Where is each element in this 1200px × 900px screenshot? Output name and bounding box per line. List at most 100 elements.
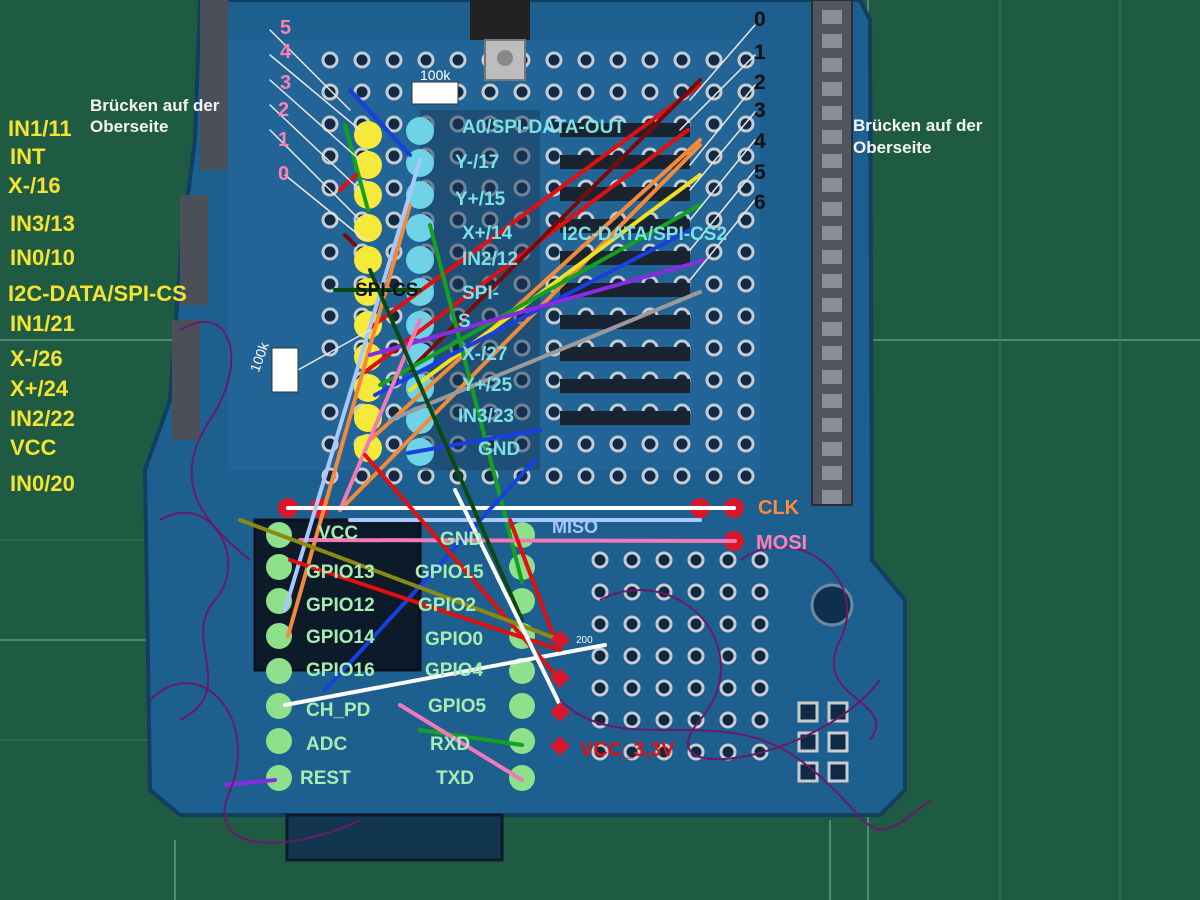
pcb-hole <box>385 83 403 101</box>
header-pin <box>822 298 842 312</box>
pcb-hole <box>545 371 563 389</box>
left-signal: IN1/11 <box>8 116 72 141</box>
green-pad <box>266 623 292 649</box>
pcb-hole <box>545 83 563 101</box>
pcb-hole <box>751 583 769 601</box>
pcb-hole <box>655 679 673 697</box>
pcb-hole <box>719 615 737 633</box>
wire <box>238 518 562 642</box>
pcb-hole <box>321 275 339 293</box>
header-label: IN2/12 <box>462 249 518 270</box>
top-connector <box>470 0 530 40</box>
pcb-hole <box>545 403 563 421</box>
pcb-hole <box>321 371 339 389</box>
header-label: S <box>458 311 471 332</box>
enamel-wire <box>739 546 878 741</box>
cyan-pad <box>406 214 434 242</box>
pcb-hole <box>655 743 673 761</box>
right-header-pins <box>822 10 842 504</box>
pcb-hole <box>623 711 641 729</box>
pointer-line <box>269 79 361 161</box>
left-signal: IN1/21 <box>10 311 75 336</box>
pcb-hole <box>609 83 627 101</box>
header-pin <box>822 226 842 240</box>
pcb-hole <box>719 551 737 569</box>
miso-label: MISO <box>552 517 599 537</box>
esp-left-label: GPIO13 <box>306 562 375 583</box>
yellow-pad <box>354 151 382 179</box>
wire <box>398 703 524 782</box>
wire <box>408 173 702 392</box>
green-pad <box>509 728 535 754</box>
pcb-square-hole <box>797 701 819 723</box>
pcb-hole <box>687 743 705 761</box>
wire <box>428 223 524 584</box>
pointer-line <box>269 129 361 221</box>
pcb-hole <box>751 679 769 697</box>
mosi-label: MOSI <box>756 532 808 554</box>
clk-label: CLK <box>758 497 800 519</box>
pcb-hole <box>737 211 755 229</box>
header-pin <box>822 490 842 504</box>
header-pin <box>822 178 842 192</box>
pcb-hole <box>321 307 339 325</box>
pcb-hole <box>719 583 737 601</box>
pcb-hole <box>577 51 595 69</box>
esp-right-label: GPIO5 <box>428 696 487 717</box>
pcb-hole <box>623 551 641 569</box>
wire <box>406 428 542 455</box>
pcb-hole <box>705 403 723 421</box>
header-pin <box>822 154 842 168</box>
wire <box>368 268 524 622</box>
pointer-line <box>269 54 361 131</box>
green-pad <box>509 658 535 684</box>
pcb-hole <box>591 743 609 761</box>
resistor-top-label: 100k <box>420 67 451 83</box>
pointer-line <box>269 104 361 191</box>
pcb-hole <box>609 467 627 485</box>
top-left-header <box>200 0 228 170</box>
pcb-hole <box>655 711 673 729</box>
pcb-hole <box>321 51 339 69</box>
left-signal: I2C-DATA/SPI-CS <box>8 281 187 306</box>
red-diamond-markers <box>550 630 570 756</box>
wire <box>368 83 702 330</box>
right-number: 4 <box>754 130 766 153</box>
pcb-hole <box>705 179 723 197</box>
enamel-wire <box>159 511 230 721</box>
pcb-hole <box>609 51 627 69</box>
pointer-line <box>689 169 756 251</box>
wire <box>348 88 412 157</box>
esp-right-label: GND <box>440 529 483 550</box>
cyan-pad <box>406 406 434 434</box>
wire <box>408 78 702 372</box>
pcb-hole <box>321 115 339 133</box>
enamel-wire <box>599 589 881 761</box>
strip <box>560 347 690 361</box>
pink-number: 0 <box>278 163 290 185</box>
enamel-wire <box>149 682 361 844</box>
pcb-hole <box>719 743 737 761</box>
red-diamond <box>550 668 570 688</box>
header-pin <box>822 130 842 144</box>
pcb-hole <box>545 435 563 453</box>
strip <box>560 379 690 393</box>
wire <box>283 158 422 612</box>
cyan-pad <box>406 246 434 274</box>
top-screw <box>497 50 513 66</box>
esp-left-label: REST <box>300 768 351 789</box>
pcb-hole <box>641 51 659 69</box>
pcb-hole <box>673 467 691 485</box>
pcb-hole <box>385 115 403 133</box>
pcb-hole <box>737 275 755 293</box>
pointer-line <box>689 199 756 281</box>
header-label: A0/SPI-DATA-OUT <box>462 117 625 138</box>
pcb-hole <box>591 551 609 569</box>
pcb-hole <box>609 435 627 453</box>
pink-number: 2 <box>278 99 290 121</box>
pcb-square-hole <box>827 731 849 753</box>
esp-left-label: CH_PD <box>306 700 371 721</box>
resistor-left <box>271 347 299 393</box>
esp-right-label: TXD <box>436 768 474 789</box>
